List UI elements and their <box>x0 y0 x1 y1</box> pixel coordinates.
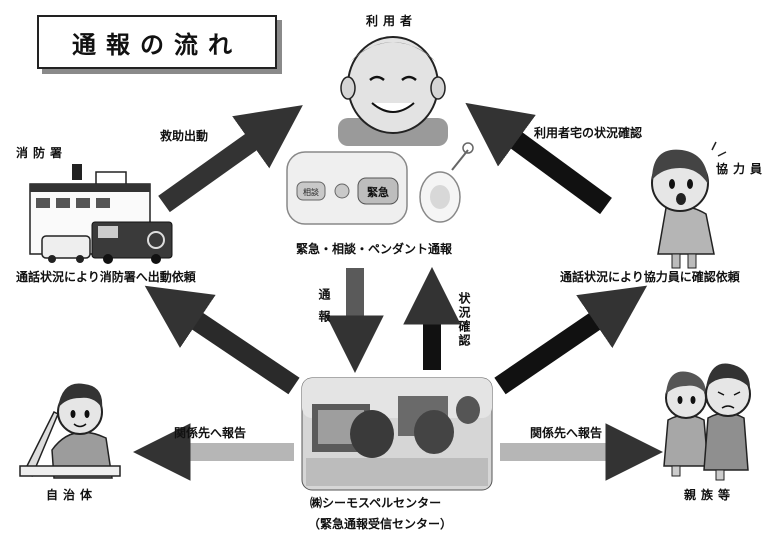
edge-helper-request-label: 通話状況により協力員に確認依頼 <box>560 270 740 284</box>
center-subtitle: （緊急通報受信センター） <box>308 517 453 531</box>
emergency-button-label: 緊急 <box>367 185 389 199</box>
edge-rescue-label: 救助出動 <box>160 129 209 143</box>
arrows <box>132 102 664 481</box>
emergency-device-illustration: 相談 緊急 <box>286 142 474 225</box>
municipality-label: 自治体 <box>46 488 98 502</box>
title-box: 通報の流れ <box>37 15 277 69</box>
fire-station-label: 消防署 <box>16 146 68 160</box>
call-center-photo <box>301 377 493 491</box>
user-label: 利用者 <box>366 14 418 28</box>
edge-notify-label: 通報 <box>317 288 331 332</box>
edge-fire-request-label: 通話状況により消防署へ出動依頼 <box>16 270 196 284</box>
device-caption: 緊急・相談・ペンダント通報 <box>296 242 453 256</box>
family-label: 親族等 <box>684 488 736 502</box>
arrow-fire-request <box>144 285 300 395</box>
center-name: ㈱シーモスペルセンター <box>310 496 442 510</box>
elderly-user-illustration <box>338 36 448 146</box>
page-title: 通報の流れ <box>72 30 242 59</box>
edge-report-left-label: 関係先へ報告 <box>174 426 247 440</box>
helper-illustration <box>651 141 727 269</box>
edge-home-check-label: 利用者宅の状況確認 <box>534 126 643 140</box>
municipality-worker-illustration <box>19 383 121 479</box>
edge-status-check-label: 状況確認 <box>457 292 471 348</box>
arrow-rescue <box>158 105 303 213</box>
helper-label: 協力員 <box>716 162 768 176</box>
consult-button-label: 相談 <box>303 187 319 197</box>
edge-report-right-label: 関係先へ報告 <box>530 426 603 440</box>
family-illustration <box>663 363 751 481</box>
fire-station-illustration <box>29 164 173 264</box>
arrow-home-check <box>465 102 612 215</box>
arrow-helper-request <box>494 285 648 395</box>
